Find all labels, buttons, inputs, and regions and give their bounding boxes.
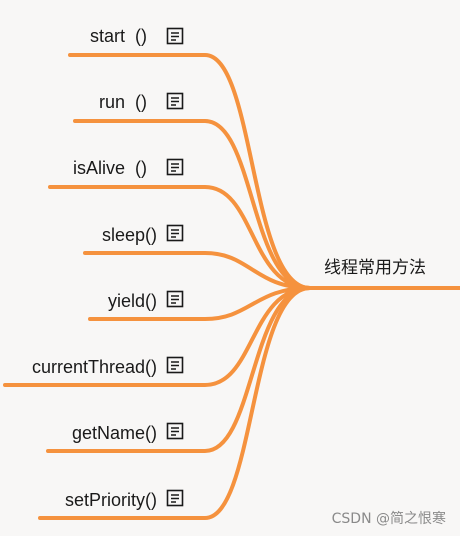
node-label-getname[interactable]: getName()	[71, 423, 157, 443]
branch-line-start	[68, 53, 312, 290]
node-label-sleep[interactable]: sleep()	[101, 225, 157, 245]
node-label-start[interactable]: start ()	[90, 26, 147, 46]
branch-line-currentthread	[3, 286, 312, 387]
branch-line-setpriority	[38, 286, 312, 520]
note-icon[interactable]	[166, 356, 184, 374]
branch-line-getname	[46, 286, 312, 453]
note-icon[interactable]	[166, 92, 184, 110]
csdn-watermark: CSDN @简之恨寒	[331, 511, 446, 527]
note-icon[interactable]	[166, 158, 184, 176]
node-label-yield[interactable]: yield()	[107, 291, 157, 311]
note-icon[interactable]	[166, 224, 184, 242]
node-label-setpriority[interactable]: setPriority()	[64, 490, 157, 510]
note-icon[interactable]	[166, 489, 184, 507]
node-label-currentthread[interactable]: currentThread()	[31, 357, 157, 377]
node-label-isalive[interactable]: isAlive ()	[72, 158, 147, 178]
root-node-label[interactable]: 线程常用方法	[324, 258, 426, 278]
branch-line-sleep	[83, 251, 312, 290]
note-icon[interactable]	[166, 422, 184, 440]
node-label-run[interactable]: run ()	[98, 92, 147, 112]
branch-line-isalive	[48, 185, 312, 290]
note-icon[interactable]	[166, 27, 184, 45]
branch-line-run	[73, 119, 312, 290]
note-icon[interactable]	[166, 290, 184, 308]
